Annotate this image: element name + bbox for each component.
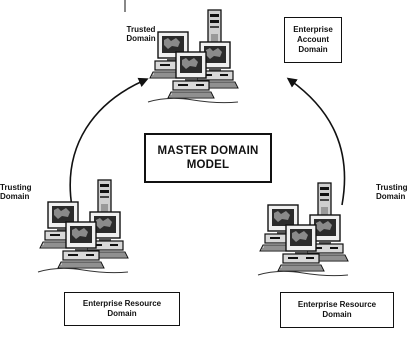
left-enterprise-resource-domain-box: Enterprise Resource Domain xyxy=(64,292,180,326)
left-trusting-domain-label: Trusting Domain xyxy=(0,183,42,201)
left-box-line2: Domain xyxy=(107,309,136,319)
trust-arrow-right xyxy=(290,80,345,205)
account-box-line3: Domain xyxy=(298,45,327,55)
right-box-line2: Domain xyxy=(322,310,351,320)
right-box-line1: Enterprise Resource xyxy=(298,300,376,310)
title-line2: MODEL xyxy=(187,158,230,172)
left-label-line2: Domain xyxy=(0,192,42,201)
right-enterprise-resource-domain-box: Enterprise Resource Domain xyxy=(280,292,394,328)
right-label-line2: Domain xyxy=(376,192,417,201)
account-box-line2: Account xyxy=(297,35,329,45)
left-box-line1: Enterprise Resource xyxy=(83,299,161,309)
right-trusting-domain-computers xyxy=(258,183,348,276)
left-trusting-domain-computers xyxy=(38,180,128,273)
account-box-line1: Enterprise xyxy=(293,25,333,35)
title-line1: MASTER DOMAIN xyxy=(158,144,259,158)
trusted-domain-label: Trusted Domain xyxy=(118,25,164,43)
left-label-line1: Trusting xyxy=(0,183,42,192)
trusted-domain-label-line1: Trusted xyxy=(118,25,164,34)
right-label-line1: Trusting xyxy=(376,183,417,192)
master-domain-model-title: MASTER DOMAIN MODEL xyxy=(144,133,272,183)
trusted-domain-label-line2: Domain xyxy=(118,34,164,43)
enterprise-account-domain-box: Enterprise Account Domain xyxy=(284,17,342,63)
right-trusting-domain-label: Trusting Domain xyxy=(376,183,417,201)
trusted-domain-computers xyxy=(148,10,238,103)
